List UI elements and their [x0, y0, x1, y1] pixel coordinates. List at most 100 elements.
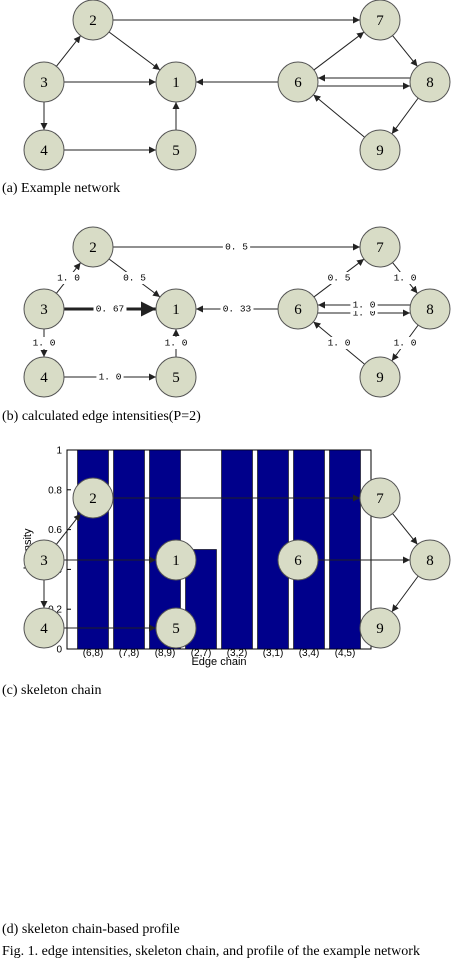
chart-x-axis-label: Edge chain — [191, 656, 246, 668]
node-4: 4 — [23, 356, 65, 398]
panel-d-caption: (d) skeleton chain-based profile — [2, 922, 180, 937]
x-tick-label: (2,7) — [191, 648, 212, 659]
node-label: 3 — [40, 553, 48, 569]
edge-label-3-4: 1. 0 — [33, 338, 56, 349]
edge-label-bg — [96, 371, 124, 383]
edge-label-bg — [93, 303, 127, 315]
edge-label-bg — [325, 272, 353, 284]
edge-7-8 — [392, 513, 418, 545]
edge-8-9 — [391, 575, 419, 613]
node-label: 1 — [172, 302, 180, 318]
node-circle — [359, 0, 401, 41]
node-circle — [359, 129, 401, 171]
edge-label-8-9: 1. 0 — [394, 338, 417, 349]
node-8: 8 — [409, 288, 451, 330]
y-tick-label: 0.8 — [48, 485, 62, 496]
node-circle — [409, 288, 451, 330]
node-5: 5 — [155, 356, 197, 398]
node-7: 7 — [359, 226, 401, 268]
node-9: 9 — [359, 129, 401, 171]
edge-label-bg — [54, 272, 83, 284]
node-7: 7 — [359, 0, 401, 41]
node-label: 8 — [426, 75, 434, 91]
node-circle — [277, 288, 319, 330]
node-1: 1 — [155, 288, 197, 330]
node-label: 3 — [40, 75, 48, 91]
edge-6-7 — [313, 31, 365, 71]
node-7: 7 — [359, 477, 401, 519]
node-circle — [23, 288, 65, 330]
node-circle — [359, 356, 401, 398]
edge-3-2 — [56, 35, 81, 67]
node-label: 4 — [40, 143, 48, 159]
node-5: 5 — [155, 607, 197, 649]
node-label: 9 — [376, 143, 384, 159]
node-circle — [359, 607, 401, 649]
edge-label-bg — [220, 303, 254, 315]
node-circle — [72, 477, 114, 519]
node-label: 8 — [426, 553, 434, 569]
node-4: 4 — [23, 129, 65, 171]
node-circle — [23, 61, 65, 103]
edge-9-6 — [313, 94, 365, 138]
node-5: 5 — [155, 129, 197, 171]
node-label: 1 — [172, 75, 180, 91]
node-label: 3 — [40, 302, 48, 318]
edge-label-3-1: 0. 67 — [96, 304, 125, 315]
node-6: 6 — [277, 288, 319, 330]
node-label: 2 — [89, 240, 97, 256]
node-9: 9 — [359, 607, 401, 649]
node-2: 2 — [72, 477, 114, 519]
node-1: 1 — [155, 539, 197, 581]
node-8: 8 — [409, 61, 451, 103]
node-label: 9 — [376, 621, 384, 637]
edge-7-8 — [392, 35, 418, 67]
node-label: 4 — [40, 621, 48, 637]
node-2: 2 — [72, 226, 114, 268]
node-label: 5 — [172, 143, 180, 159]
node-label: 7 — [376, 240, 384, 256]
y-tick-label: 1 — [56, 446, 62, 457]
bar-(7,8) — [113, 449, 145, 650]
node-label: 6 — [294, 302, 302, 318]
edge-2-1 — [108, 31, 161, 71]
node-circle — [23, 356, 65, 398]
node-circle — [72, 0, 114, 41]
node-6: 6 — [277, 61, 319, 103]
edge-label-2-1: 0. 5 — [123, 273, 146, 284]
node-label: 5 — [172, 621, 180, 637]
node-label: 4 — [40, 370, 48, 386]
edge-label-bg — [391, 337, 419, 349]
panel-a-network: 2 7 3 1 6 8 4 5 9 — [23, 0, 451, 171]
node-circle — [23, 607, 65, 649]
edge-label-9-6: 1. 0 — [328, 338, 351, 349]
node-label: 6 — [294, 75, 302, 91]
y-tick-label: 0.6 — [48, 525, 62, 536]
edge-label-4-5: 1. 0 — [99, 372, 122, 383]
edge-label-bg — [120, 272, 149, 284]
panel-b-caption: (b) calculated edge intensities(P=2) — [2, 409, 201, 424]
edge-label-6-7: 0. 5 — [328, 273, 351, 284]
node-label: 2 — [89, 13, 97, 29]
node-circle — [409, 539, 451, 581]
edge-label-5-1: 1. 0 — [165, 338, 188, 349]
edge-label-3-2: 1. 0 — [57, 273, 80, 284]
panel-d-network: 2 7 3 1 6 8 4 5 9 — [23, 477, 451, 649]
node-9: 9 — [359, 356, 401, 398]
node-circle — [155, 607, 197, 649]
chart-plot-area — [66, 449, 372, 650]
edge-label-7-8: 1. 0 — [394, 273, 417, 284]
node-label: 7 — [376, 491, 384, 507]
node-2: 2 — [72, 0, 114, 41]
edge-8-9 — [391, 97, 419, 135]
x-tick-label: (8,9) — [155, 648, 176, 659]
node-6: 6 — [277, 539, 319, 581]
node-label: 9 — [376, 370, 384, 386]
node-circle — [359, 226, 401, 268]
node-label: 2 — [89, 491, 97, 507]
bar-(4,5) — [329, 449, 361, 650]
edge-label-6-1: 0. 33 — [223, 304, 252, 315]
node-circle — [155, 356, 197, 398]
